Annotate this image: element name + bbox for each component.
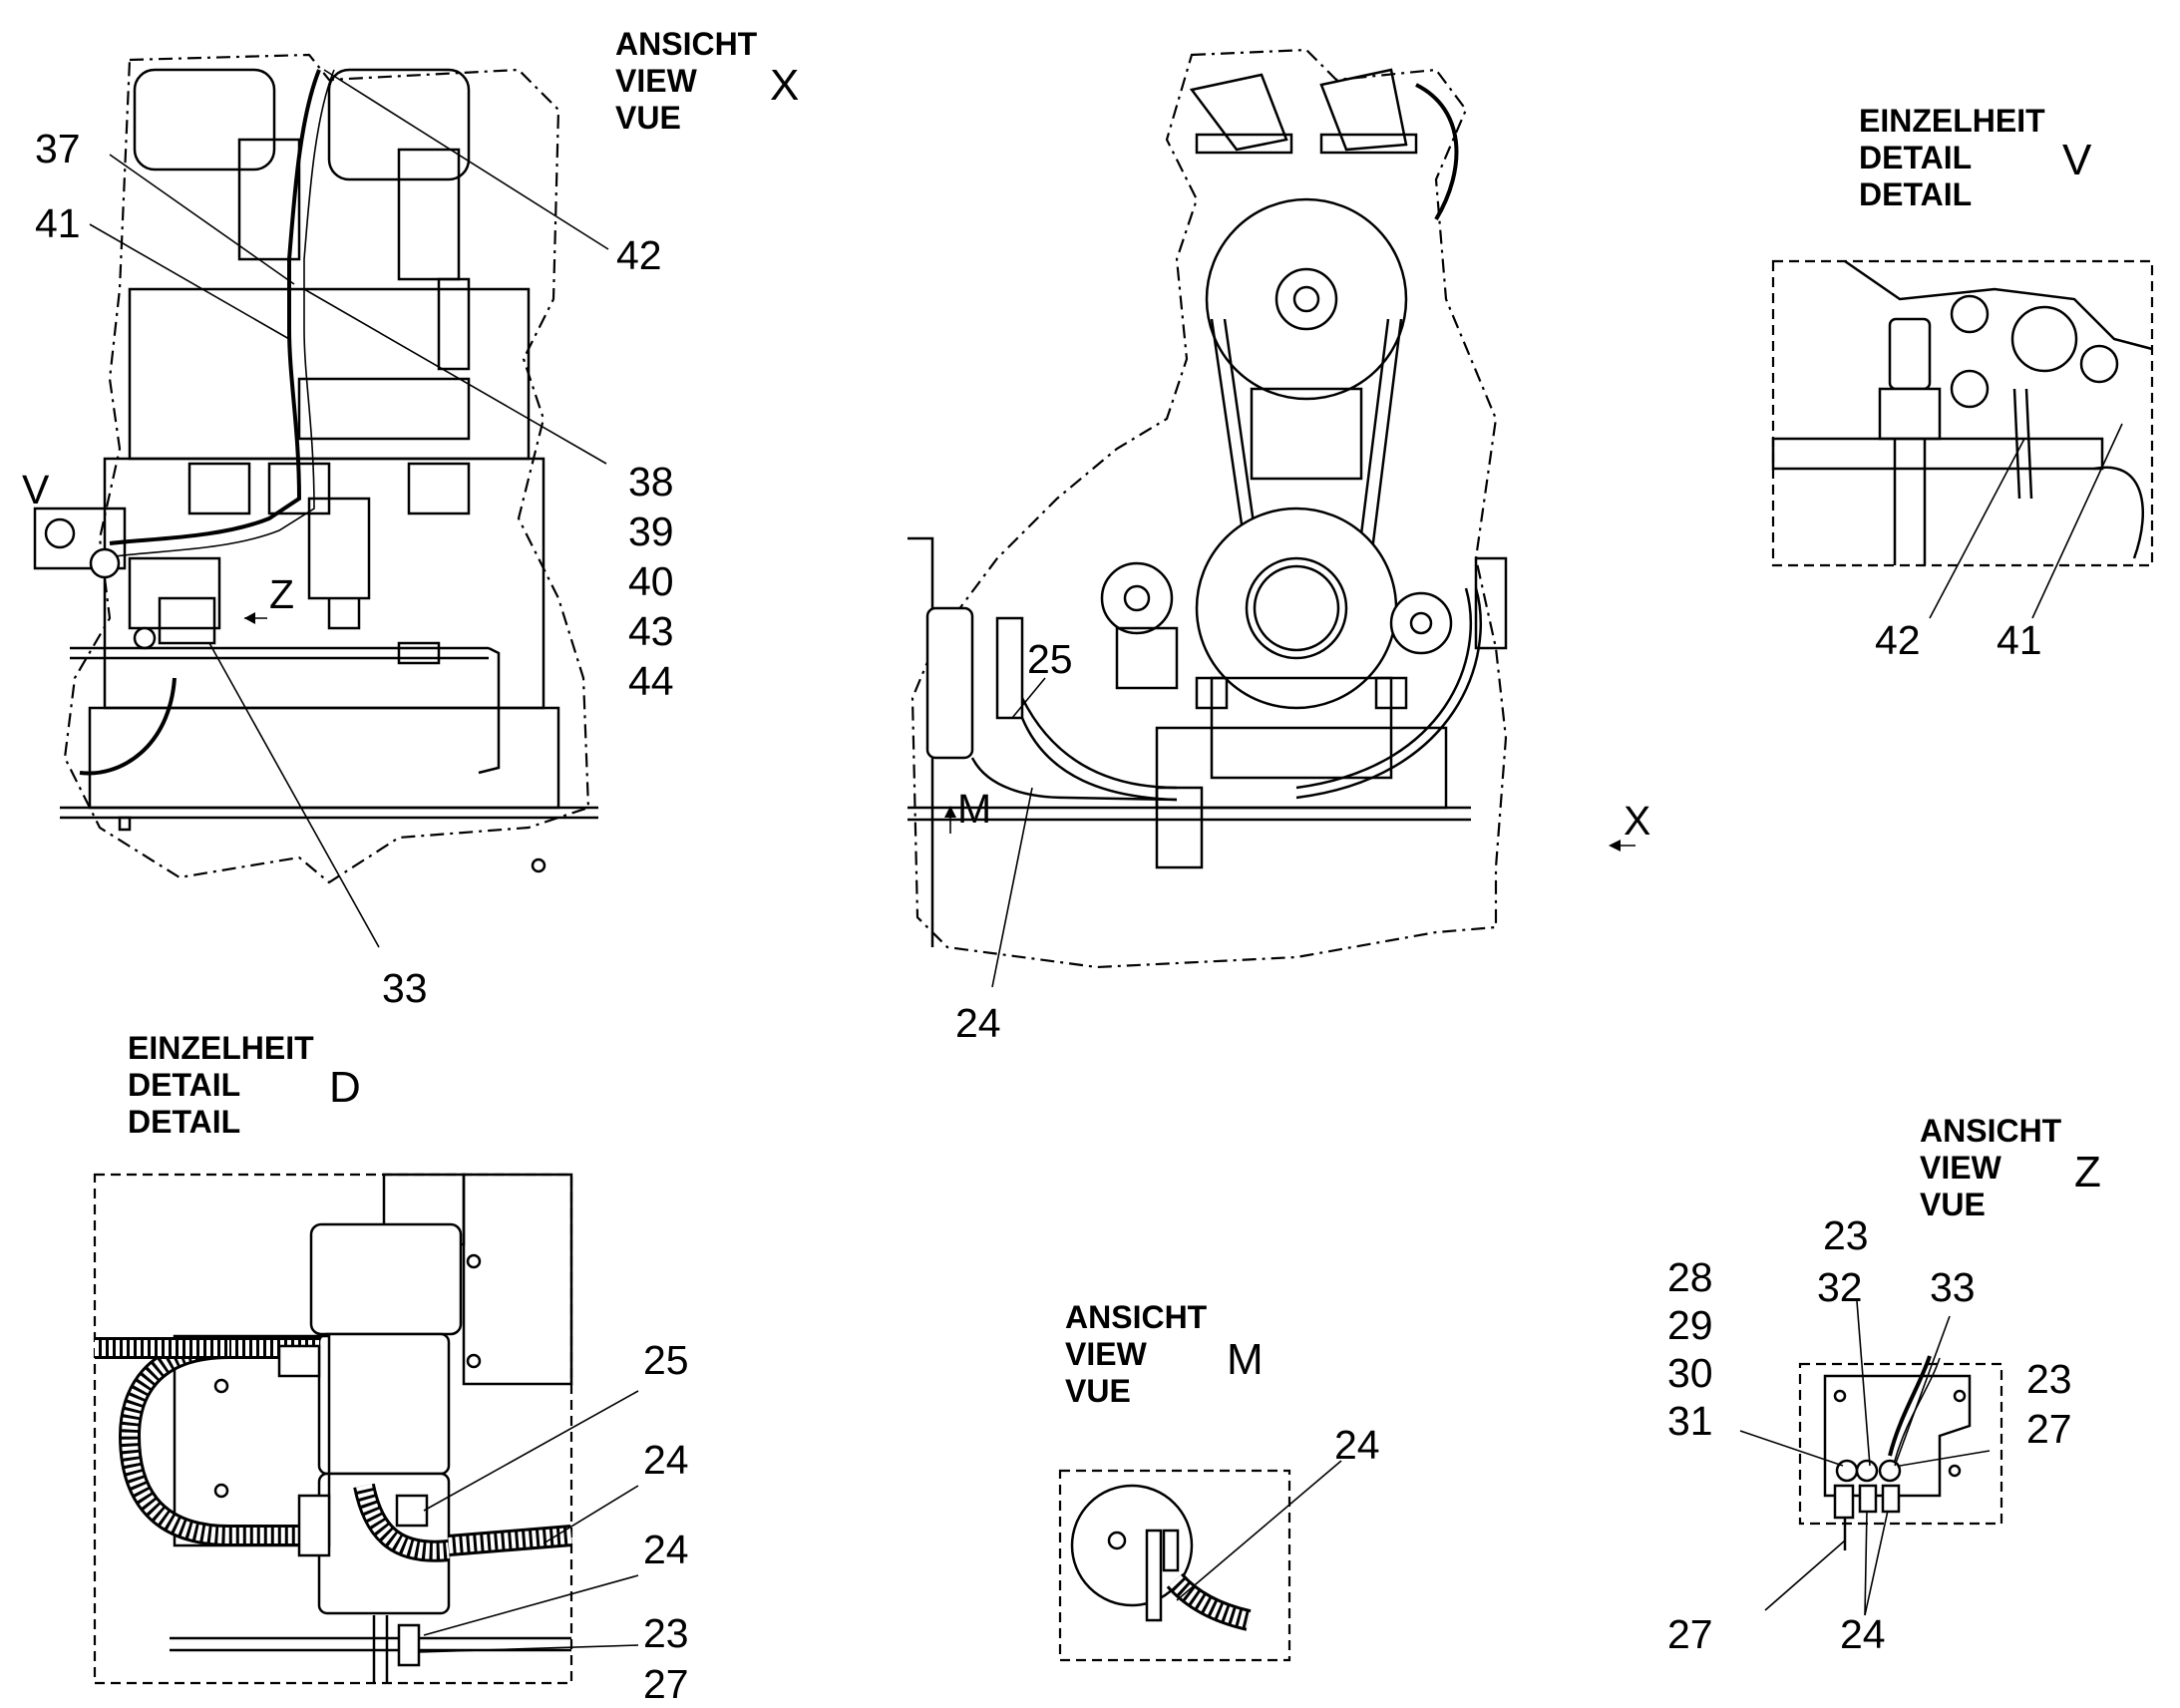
- view-m-heading-line-1: ANSICHT: [1065, 1299, 1208, 1335]
- view-m-drawing: [1058, 1469, 1291, 1662]
- detail-d-heading-line-2: DETAIL: [128, 1067, 240, 1103]
- callout-43: 43: [628, 608, 674, 654]
- detail-v-marker: V: [22, 467, 50, 512]
- callout-28-view-z: 28: [1667, 1254, 1713, 1300]
- view-z-drawing: [1798, 1355, 2003, 1550]
- detail-d-drawing: [93, 1173, 573, 1685]
- detail-d-callouts: 25 24 24 23 27: [418, 1337, 689, 1707]
- callout-33-view-z: 33: [1930, 1264, 1976, 1310]
- callout-31-view-z: 31: [1667, 1398, 1713, 1444]
- main-engine-drawing: [908, 48, 1508, 969]
- callout-37: 37: [35, 126, 81, 171]
- callout-40: 40: [628, 558, 674, 604]
- view-z-marker: Z: [269, 571, 294, 617]
- callout-24-view-z: 24: [1840, 1611, 1886, 1657]
- callout-25-detail-d: 25: [643, 1337, 689, 1383]
- callout-27b-view-z: 27: [1667, 1611, 1713, 1657]
- callout-23b-view-z: 23: [2026, 1356, 2072, 1402]
- detail-d-heading-line-1: EINZELHEIT: [128, 1030, 314, 1066]
- callout-24a-detail-d: 24: [643, 1437, 689, 1483]
- view-x-letter: X: [770, 61, 799, 110]
- view-m-heading: ANSICHT VIEW VUE M: [1065, 1299, 1264, 1409]
- callout-42-detail-v: 42: [1875, 617, 1921, 663]
- callout-24b-detail-d: 24: [643, 1527, 689, 1572]
- detail-d-heading: EINZELHEIT DETAIL DETAIL D: [128, 1030, 361, 1140]
- view-z-heading-line-1: ANSICHT: [1920, 1113, 2062, 1149]
- view-z-heading: ANSICHT VIEW VUE Z: [1920, 1113, 2101, 1222]
- view-x-heading: ANSICHT VIEW VUE X: [615, 26, 799, 136]
- callout-24-main: 24: [955, 1000, 1001, 1046]
- detail-v-heading-line-3: DETAIL: [1859, 176, 1972, 212]
- callout-24-view-m: 24: [1334, 1422, 1380, 1468]
- view-m-callouts: 24: [1176, 1422, 1380, 1601]
- detail-v-letter: V: [2062, 136, 2092, 184]
- view-m-heading-line-3: VUE: [1065, 1373, 1131, 1409]
- view-x-heading-line-1: ANSICHT: [615, 26, 758, 62]
- detail-v-drawing: [1771, 259, 2154, 567]
- detail-v-heading-line-2: DETAIL: [1859, 140, 1972, 175]
- callout-44: 44: [628, 658, 674, 704]
- detail-v-callouts: 42 41: [1875, 423, 2123, 663]
- callout-39: 39: [628, 509, 674, 554]
- callout-38: 38: [628, 459, 674, 505]
- callout-23-detail-d: 23: [643, 1610, 689, 1656]
- callout-29-view-z: 29: [1667, 1302, 1713, 1348]
- callout-32-view-z: 32: [1817, 1264, 1863, 1310]
- callout-41-detail-v: 41: [1997, 617, 2042, 663]
- detail-d-heading-line-3: DETAIL: [128, 1104, 240, 1140]
- callout-30-view-z: 30: [1667, 1350, 1713, 1396]
- view-x-drawing: [33, 53, 598, 884]
- detail-v-heading: EINZELHEIT DETAIL DETAIL V: [1859, 103, 2092, 212]
- view-m-letter: M: [1227, 1335, 1264, 1384]
- callout-33: 33: [382, 965, 428, 1011]
- callout-27-detail-d: 27: [643, 1661, 689, 1707]
- view-z-letter: Z: [2074, 1148, 2101, 1196]
- view-z-heading-line-3: VUE: [1920, 1187, 1986, 1222]
- view-x-heading-line-2: VIEW: [615, 63, 698, 99]
- callout-25-main: 25: [1027, 636, 1073, 682]
- callout-23a-view-z: 23: [1823, 1212, 1869, 1258]
- callout-42: 42: [616, 232, 662, 278]
- main-view-callouts: 25 24 M X: [944, 636, 1650, 1046]
- view-x-marker: X: [1624, 798, 1650, 844]
- view-m-heading-line-2: VIEW: [1065, 1336, 1148, 1372]
- callout-27a-view-z: 27: [2026, 1406, 2072, 1452]
- view-x-heading-line-3: VUE: [615, 100, 681, 136]
- detail-v-heading-line-1: EINZELHEIT: [1859, 103, 2045, 139]
- view-m-marker: M: [957, 786, 991, 832]
- view-z-heading-line-2: VIEW: [1920, 1150, 2002, 1186]
- callout-41: 41: [35, 200, 81, 246]
- view-z-callouts: 23 32 33 28 29 30 31 23 27 27 24: [1667, 1212, 2072, 1657]
- detail-d-letter: D: [329, 1063, 361, 1112]
- view-x-callouts: 37 41 42 38 39 40 43 44 33 V Z: [22, 69, 674, 1011]
